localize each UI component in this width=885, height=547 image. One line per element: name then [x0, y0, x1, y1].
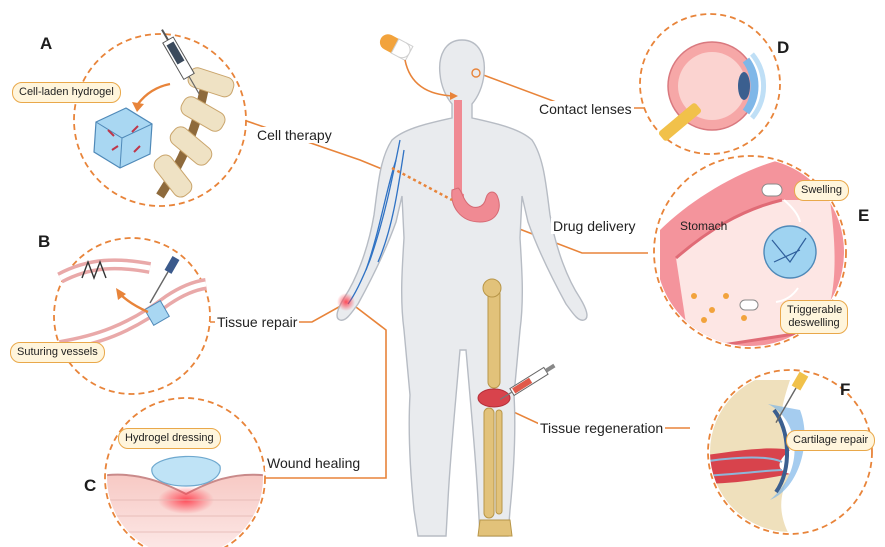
- panel-c-letter: C: [84, 476, 96, 496]
- panel-d: [640, 14, 780, 154]
- contact-lenses-callout: Contact lenses: [537, 101, 634, 117]
- cell-laden-hydrogel-label: Cell-laden hydrogel: [12, 82, 121, 103]
- panel-b-letter: B: [38, 232, 50, 252]
- suturing-vessels-label: Suturing vessels: [10, 342, 105, 363]
- connector-wound-healing: [262, 304, 386, 478]
- panel-a-letter: A: [40, 34, 52, 54]
- tablet-icon: [762, 184, 782, 196]
- hydrogel-dressing-label: Hydrogel dressing: [118, 428, 221, 449]
- hydrogel-dressing-icon: [152, 456, 220, 486]
- panel-e-letter: E: [858, 206, 869, 226]
- triggerable-deswelling-label: Triggerable deswelling: [780, 300, 848, 334]
- swollen-hydrogel-icon: [764, 226, 816, 278]
- panel-a: [74, 27, 246, 206]
- swelling-label: Swelling: [794, 180, 849, 201]
- tissue-repair-callout: Tissue repair: [215, 314, 299, 330]
- stomach-label: Stomach: [680, 219, 727, 233]
- panel-d-letter: D: [777, 38, 789, 58]
- wound-marker: [337, 293, 355, 311]
- drug-delivery-callout: Drug delivery: [551, 218, 637, 234]
- cartilage-repair-label: Cartilage repair: [786, 430, 875, 451]
- panel-c: [100, 398, 270, 547]
- tissue-regeneration-callout: Tissue regeneration: [538, 420, 665, 436]
- cell-therapy-callout: Cell therapy: [255, 127, 334, 143]
- capsule-icon: [377, 31, 413, 60]
- wound-healing-callout: Wound healing: [265, 455, 362, 471]
- panel-f-letter: F: [840, 380, 850, 400]
- panel-b: [54, 238, 210, 394]
- knee-joint-icon: [478, 389, 510, 407]
